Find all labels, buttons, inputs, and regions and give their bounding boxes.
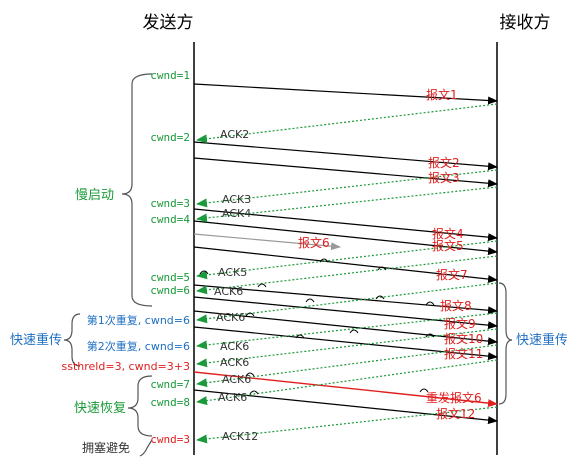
segment-label: 报文10 — [444, 331, 483, 346]
cwnd-label: cwnd=4 — [150, 213, 190, 226]
lost-segment-arrow — [193, 233, 341, 251]
segment-arrow — [193, 389, 498, 425]
right-fast-retransmit-brace — [498, 282, 513, 405]
crossing-hop — [249, 390, 259, 395]
crossing-hop — [425, 333, 435, 338]
segment-label: 报文3 — [428, 170, 460, 185]
crossing-hop — [375, 295, 385, 300]
receiver-header: 接收方 — [500, 13, 551, 33]
cwnd-label: cwnd=7 — [150, 378, 190, 391]
segment-label: 重发报文6 — [426, 390, 482, 405]
ack-label: ACK6 — [218, 391, 247, 404]
phase-fast-recovery-label: 快速恢复 — [74, 401, 126, 416]
cwnd-label: cwnd=8 — [150, 396, 190, 409]
segment-arrow — [193, 83, 498, 105]
crossing-hops — [199, 258, 435, 395]
segment-label: 报文7 — [436, 267, 468, 282]
data-segments — [193, 83, 498, 425]
crossing-hop — [295, 334, 305, 339]
segment-label: 报文2 — [428, 155, 460, 170]
crossing-hop — [199, 270, 209, 275]
segment-arrow — [193, 296, 498, 330]
segment-label: 报文1 — [426, 87, 458, 102]
phase-congestion-avoid-label: 拥塞避免 — [82, 440, 130, 455]
segment-arrow — [193, 157, 498, 188]
cwnd-label: cwnd=3 — [150, 197, 190, 210]
segment-label: 报文8 — [440, 298, 472, 313]
ack-label: ACK6 — [216, 311, 245, 324]
cwnd-label: cwnd=5 — [150, 271, 190, 284]
cwnd-label: 第1次重复, cwnd=6 — [87, 313, 190, 327]
ack-label: ACK12 — [222, 430, 258, 443]
segment-label: 报文11 — [444, 346, 483, 361]
segment-label: 报文4 — [432, 226, 464, 241]
congestion-avoid-brace — [139, 439, 153, 457]
cwnd-label: ssthreld=3, cwnd=3+3 — [62, 360, 190, 373]
fast-retransmit-brace — [63, 313, 81, 367]
segment-arrow — [193, 220, 498, 256]
cwnd-label: cwnd=2 — [150, 131, 190, 144]
crossing-hop — [425, 301, 435, 306]
ack-label: ACK6 — [222, 373, 251, 386]
ack-label: ACK6 — [214, 285, 243, 298]
ack-label: ACK3 — [222, 193, 251, 206]
crossing-hop — [419, 388, 429, 393]
segment-arrow — [193, 141, 498, 171]
cwnd-label: 第2次重复, cwnd=6 — [87, 339, 190, 353]
crossing-hop — [377, 266, 387, 271]
sender-header: 发送方 — [143, 13, 194, 33]
crossing-hop — [305, 298, 315, 303]
phase-right-fast-retransmit-label: 快速重传 — [516, 332, 567, 348]
segment-label: 报文6 — [298, 235, 330, 250]
fast-recovery-brace — [127, 375, 153, 437]
ack-label: ACK6 — [220, 340, 249, 353]
crossing-hop — [349, 329, 359, 334]
crossing-hop — [319, 258, 329, 263]
segment-label: 报文12 — [436, 406, 475, 421]
segment-label: 报文5 — [432, 238, 464, 253]
ack-label: ACK5 — [218, 266, 247, 279]
cwnd-label: cwnd=6 — [150, 284, 190, 297]
ack-arrow — [196, 344, 498, 388]
crossing-hop — [257, 283, 267, 288]
ack-arrows — [196, 103, 498, 444]
crossing-hop — [245, 372, 255, 377]
crossing-hop — [245, 312, 255, 317]
segment-arrow — [193, 326, 498, 361]
ack-arrow — [196, 359, 498, 406]
cwnd-label: cwnd=3 — [150, 433, 190, 446]
segment-arrow — [193, 310, 498, 346]
segment-arrow — [193, 284, 498, 315]
slow-start-brace — [121, 73, 153, 307]
phase-fast-retransmit-label: 快速重传 — [10, 332, 62, 348]
segment-label: 报文9 — [444, 316, 476, 331]
retransmit-segment-arrow — [193, 371, 498, 408]
segment-arrow — [193, 246, 498, 284]
ack-label: ACK6 — [220, 356, 249, 369]
ack-label: ACK2 — [220, 128, 249, 141]
cwnd-label: cwnd=1 — [150, 69, 190, 82]
ack-label: ACK4 — [222, 207, 251, 220]
phase-slow-start-label: 慢启动 — [75, 187, 114, 203]
